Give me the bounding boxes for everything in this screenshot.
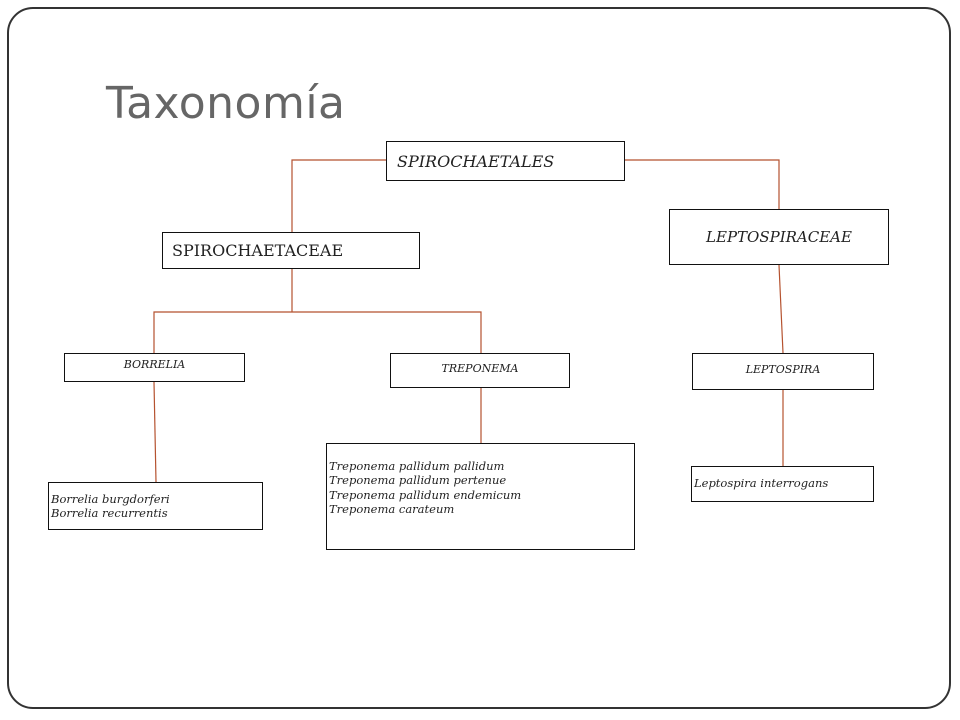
- page-title: Taxonomía: [106, 78, 346, 129]
- species-item: Leptospira interrogans: [694, 476, 829, 490]
- node-label: SPIROCHAETACEAE: [172, 241, 344, 260]
- species-item: Borrelia burgdorferi: [51, 491, 170, 506]
- node-label: SPIROCHAETALES: [397, 151, 555, 171]
- node-order-spirochaetales: SPIROCHAETALES: [386, 141, 625, 181]
- node-label: TREPONEMA: [441, 362, 519, 375]
- node-species-treponema: Treponema pallidum pallidum Treponema pa…: [326, 443, 635, 550]
- node-family-spirochaetaceae: SPIROCHAETACEAE: [162, 232, 420, 269]
- node-genus-borrelia: BORRELIA: [64, 353, 245, 382]
- species-item: Treponema pallidum pertenue: [329, 473, 507, 488]
- node-label: BORRELIA: [123, 358, 186, 371]
- species-item: Treponema pallidum pallidum: [329, 459, 505, 473]
- species-item: Treponema pallidum endemicum: [329, 487, 522, 502]
- node-genus-leptospira: LEPTOSPIRA: [692, 353, 874, 390]
- species-item: Treponema carateum: [329, 502, 455, 517]
- node-species-leptospira: Leptospira interrogans: [691, 466, 874, 502]
- node-label: LEPTOSPIRA: [745, 363, 821, 376]
- node-species-borrelia: Borrelia burgdorferi Borrelia recurrenti…: [48, 482, 263, 530]
- node-family-leptospiraceae: LEPTOSPIRACEAE: [669, 209, 889, 265]
- node-genus-treponema: TREPONEMA: [390, 353, 570, 388]
- node-label: LEPTOSPIRACEAE: [706, 228, 852, 246]
- species-item: Borrelia recurrentis: [51, 506, 168, 520]
